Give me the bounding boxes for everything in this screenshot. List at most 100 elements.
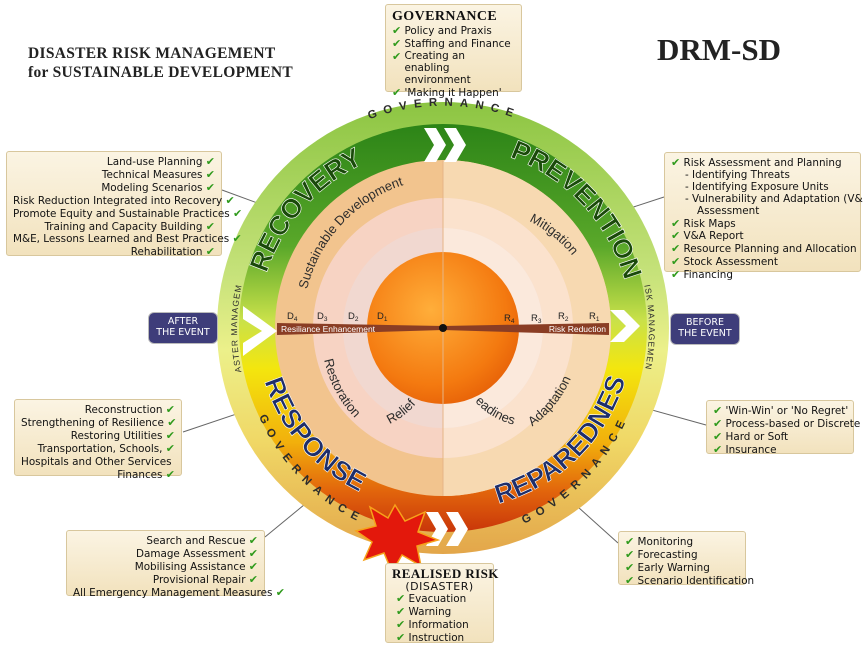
check-icon: ✔ bbox=[225, 193, 235, 207]
check-icon: ✔ bbox=[392, 24, 402, 37]
list-item: Rehabilitation ✔ bbox=[130, 245, 215, 259]
list-item: All Emergency Management Measures ✔ bbox=[73, 585, 285, 599]
list-item: ✔ Forecasting bbox=[625, 547, 698, 561]
check-icon: ✔ bbox=[233, 206, 243, 220]
list-subitem: - Identifying Threats bbox=[685, 168, 790, 181]
check-icon: ✔ bbox=[625, 535, 635, 548]
check-icon: ✔ bbox=[232, 232, 242, 246]
list-item: ✔ Scenario Identification bbox=[625, 573, 755, 587]
check-icon: ✔ bbox=[392, 36, 402, 50]
check-icon: ✔ bbox=[396, 630, 406, 644]
acronym-label: DRM-SD bbox=[657, 32, 781, 67]
list-item: Training and Capacity Building ✔ bbox=[44, 219, 215, 233]
list-item: M&E, Lessons Learned and Best Practices … bbox=[13, 232, 242, 246]
list-item: ✔ 'Win-Win' or 'No Regret' bbox=[713, 404, 849, 417]
r3-label: R3 bbox=[531, 313, 542, 325]
check-icon: ✔ bbox=[671, 156, 681, 169]
check-icon: ✔ bbox=[165, 441, 175, 455]
before-badge-line-1: BEFORE bbox=[685, 317, 725, 328]
check-icon: ✔ bbox=[205, 180, 215, 194]
list-item: Hospitals and Other Services ✔ bbox=[21, 455, 172, 468]
list-item: ✔ Risk Assessment and Planning bbox=[671, 156, 842, 169]
check-icon: ✔ bbox=[205, 219, 215, 233]
prevention-box: ✔ Risk Assessment and Planning - Identif… bbox=[664, 152, 863, 281]
relief-box: Search and Rescue ✔ Damage Assessment ✔ … bbox=[66, 530, 285, 599]
governance-box-title: GOVERNANCE bbox=[392, 9, 498, 24]
check-icon: ✔ bbox=[625, 560, 635, 574]
check-icon: ✔ bbox=[396, 617, 406, 631]
list-subitem: Assessment bbox=[697, 204, 760, 217]
list-item: ✔ Evacuation bbox=[396, 592, 467, 605]
check-icon: ✔ bbox=[396, 592, 406, 605]
check-icon: ✔ bbox=[248, 559, 258, 573]
list-item: Land-use Planning ✔ bbox=[106, 155, 215, 168]
list-item: ✔ V&A Report bbox=[671, 229, 744, 243]
list-item: Mobilising Assistance ✔ bbox=[134, 559, 258, 573]
list-item: ✔ Hard or Soft bbox=[713, 429, 789, 443]
check-icon: ✔ bbox=[167, 415, 177, 429]
response-box: Reconstruction ✔ Strengthening of Resili… bbox=[14, 399, 182, 480]
list-item: ✔ Early Warning bbox=[625, 560, 710, 574]
check-icon: ✔ bbox=[713, 442, 723, 456]
after-badge-line-1: AFTER bbox=[167, 316, 199, 327]
list-item: ✔ Staffing and Finance bbox=[392, 36, 511, 50]
list-item: Promote Equity and Sustainable Practices… bbox=[13, 206, 243, 220]
check-icon: ✔ bbox=[671, 216, 681, 230]
list-item: Strengthening of Resilience ✔ bbox=[21, 415, 177, 429]
realised-risk-title: REALISED RISK bbox=[392, 566, 499, 581]
chevron-left-icon bbox=[243, 306, 277, 356]
recovery-box: Land-use Planning ✔ Technical Measures ✔… bbox=[6, 151, 243, 259]
check-icon: ✔ bbox=[205, 167, 215, 181]
after-the-event-badge: AFTER THE EVENT bbox=[148, 312, 218, 344]
chevron-right-icon bbox=[610, 310, 640, 342]
list-item: Provisional Repair ✔ bbox=[152, 572, 258, 586]
resilience-bar bbox=[277, 323, 443, 335]
check-icon: ✔ bbox=[248, 572, 258, 586]
list-item: Search and Rescue ✔ bbox=[146, 534, 258, 547]
governance-box: GOVERNANCE ✔ Policy and Praxis ✔ Staffin… bbox=[385, 4, 522, 98]
check-icon: ✔ bbox=[671, 229, 681, 243]
r1-label: R1 bbox=[589, 311, 600, 323]
list-item: ✔ Monitoring bbox=[625, 535, 694, 548]
list-subitem: - Vulnerability and Adaptation (V&A) bbox=[685, 192, 863, 205]
check-icon: ✔ bbox=[396, 604, 406, 618]
check-icon: ✔ bbox=[713, 416, 723, 430]
r4-label: R4 bbox=[504, 313, 515, 325]
risk-reduction-bar bbox=[443, 323, 609, 335]
list-item: ✔ Process-based or Discrete bbox=[713, 416, 861, 430]
check-icon: ✔ bbox=[392, 49, 402, 63]
realised-risk-box: REALISED RISK (DISASTER) ✔ Evacuation ✔ … bbox=[385, 563, 499, 644]
risk-reduction-label: Risk Reduction bbox=[549, 324, 606, 334]
check-icon: ✔ bbox=[671, 242, 681, 256]
resilience-enhancement-label: Resiliance Enhancement bbox=[281, 324, 376, 334]
check-icon: ✔ bbox=[205, 245, 215, 259]
d4-label: D4 bbox=[287, 311, 298, 323]
check-icon: ✔ bbox=[248, 546, 258, 560]
list-item: Modeling Scenarios ✔ bbox=[101, 180, 215, 194]
check-icon: ✔ bbox=[625, 573, 635, 587]
check-icon: ✔ bbox=[671, 268, 681, 282]
list-item: ✔ Risk Maps bbox=[671, 216, 736, 230]
list-item: ✔ Policy and Praxis bbox=[392, 24, 492, 37]
list-item: Transportation, Schools, ✔ bbox=[37, 441, 175, 455]
list-item: ✔ 'Making it Happen' bbox=[392, 85, 502, 99]
list-item: ✔ Instruction bbox=[396, 630, 465, 644]
chevron-top-icon bbox=[424, 128, 466, 162]
check-icon: ✔ bbox=[625, 547, 635, 561]
check-icon: ✔ bbox=[205, 155, 215, 168]
list-item: Technical Measures ✔ bbox=[101, 167, 215, 181]
readiness-box: ✔ Monitoring ✔ Forecasting ✔ Early Warni… bbox=[618, 531, 755, 587]
title-line-2: for SUSTAINABLE DEVELOPMENT bbox=[28, 64, 294, 81]
list-item: ✔ Financing bbox=[671, 268, 733, 282]
list-item: ✔ Insurance bbox=[713, 442, 777, 456]
list-item: Reconstruction ✔ bbox=[84, 403, 175, 416]
check-icon: ✔ bbox=[671, 255, 681, 269]
list-item: ✔ Resource Planning and Allocation bbox=[671, 242, 857, 256]
list-subitem: - Identifying Exposure Units bbox=[685, 180, 829, 193]
check-icon: ✔ bbox=[165, 403, 175, 416]
list-item: Restoring Utilities ✔ bbox=[70, 428, 175, 442]
check-icon: ✔ bbox=[248, 534, 258, 547]
realised-risk-subtitle: (DISASTER) bbox=[405, 580, 474, 593]
after-badge-line-2: THE EVENT bbox=[156, 327, 210, 338]
